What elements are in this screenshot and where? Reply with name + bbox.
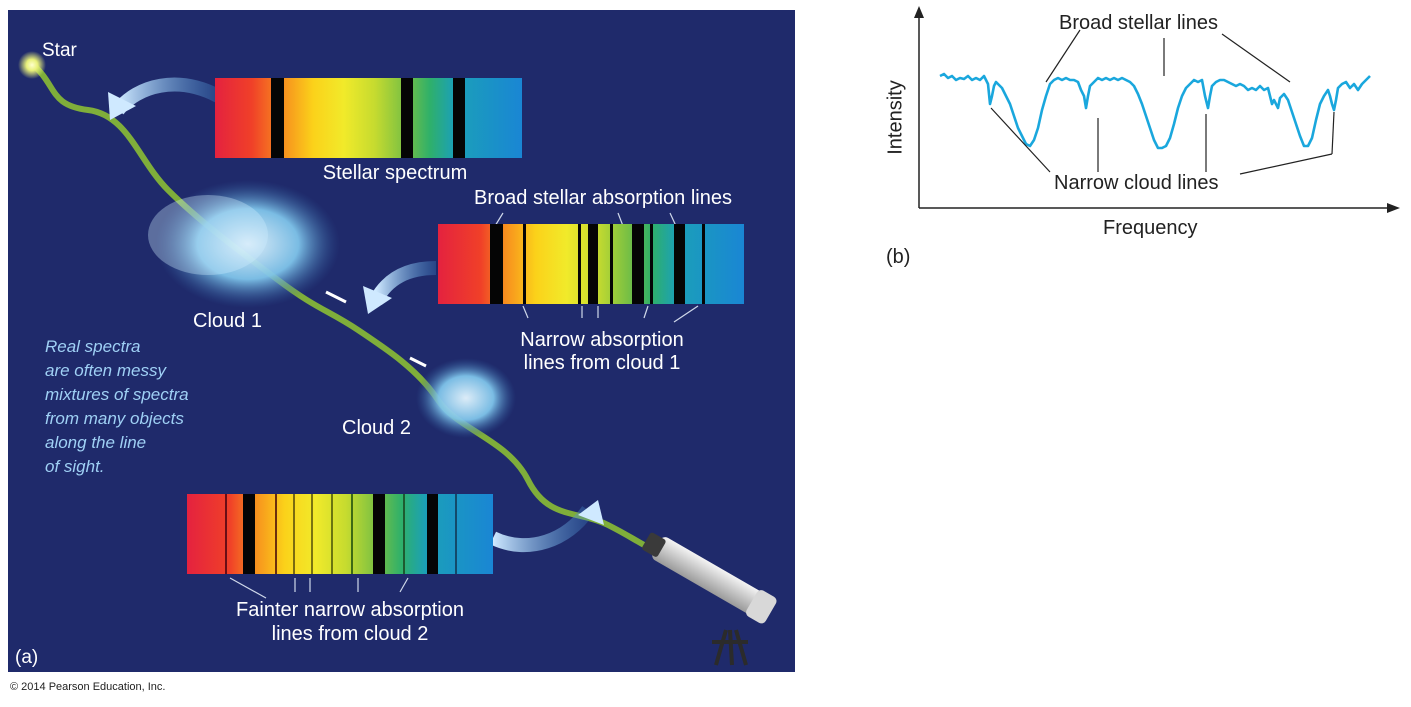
x-axis-label: Frequency	[1103, 217, 1198, 239]
narrow-line	[331, 494, 333, 574]
broad-line	[490, 224, 503, 304]
broad-line	[632, 224, 644, 304]
narrow-line	[702, 224, 705, 304]
panel-a: Star Stellar spectrum Broad stellar abso…	[8, 10, 795, 672]
broad-line	[271, 78, 284, 158]
narrow-line	[578, 224, 581, 304]
cloud-1-label: Cloud 1	[193, 310, 262, 332]
star-glow	[18, 51, 46, 79]
narrow-line	[403, 494, 405, 574]
panel-b: Broad stellar lines Narrow cloud lines F…	[860, 0, 1411, 290]
panel-a-artwork	[18, 51, 777, 666]
note-line: Real spectra	[45, 337, 141, 356]
copyright: © 2014 Pearson Education, Inc.	[10, 681, 166, 693]
stellar-spectrum	[215, 78, 522, 158]
cloud-2	[416, 358, 516, 438]
broad-line	[674, 224, 685, 304]
note-line: mixtures of spectra	[45, 385, 189, 404]
broad-leader	[1045, 29, 1081, 83]
note-line: along the line	[45, 433, 147, 452]
narrow-leader	[990, 107, 1051, 173]
telescope-stand	[712, 629, 748, 666]
cloud-2-label: Cloud 2	[342, 417, 411, 439]
narrow-line	[225, 494, 227, 574]
fainter-lines-label-2: lines from cloud 2	[271, 623, 429, 645]
x-axis-arrow	[1387, 203, 1400, 213]
narrow-line	[293, 494, 295, 574]
cloud-1	[156, 180, 340, 308]
narrow-cloud-lines-label: Narrow cloud lines	[1054, 172, 1219, 194]
arrow-to-telescope	[489, 505, 594, 553]
note-text: Real spectra are often messy mixtures of…	[45, 335, 189, 479]
y-axis-label: Intensity	[884, 80, 907, 155]
note-line: from many objects	[45, 409, 184, 428]
narrow-leader	[1331, 111, 1335, 155]
cloud2-spectrum	[187, 494, 493, 574]
panel-b-plot	[914, 6, 1400, 213]
panel-b-label: (b)	[886, 246, 911, 268]
broad-line	[243, 494, 255, 574]
broad-line	[588, 224, 598, 304]
star-label: Star	[42, 40, 77, 61]
narrow-line	[351, 494, 353, 574]
broad-leader	[1221, 33, 1291, 83]
light-path	[27, 59, 671, 558]
note-line: are often messy	[45, 361, 166, 380]
broad-line	[453, 78, 465, 158]
intensity-curve	[939, 72, 1371, 150]
telescope	[642, 532, 777, 624]
broad-stellar-lines-label: Broad stellar lines	[1059, 12, 1218, 34]
y-axis-arrow	[914, 6, 924, 18]
narrow-line	[650, 224, 653, 304]
narrow-lines-label-2: lines from cloud 1	[523, 352, 681, 374]
narrow-line	[610, 224, 613, 304]
narrow-line	[311, 494, 313, 574]
note-line: of sight.	[45, 457, 105, 476]
narrow-line	[455, 494, 457, 574]
narrow-leader	[1239, 153, 1333, 175]
narrow-line	[275, 494, 277, 574]
fainter-lines-label-1: Fainter narrow absorption	[236, 599, 464, 621]
stellar-spectrum-label: Stellar spectrum	[322, 162, 468, 184]
broad-lines-label: Broad stellar absorption lines	[474, 187, 732, 209]
broad-line	[373, 494, 385, 574]
broad-line	[427, 494, 438, 574]
panel-a-label: (a)	[15, 647, 39, 668]
cloud1-spectrum	[438, 224, 744, 304]
narrow-lines-label-1: Narrow absorption	[520, 329, 684, 351]
narrow-line	[523, 224, 526, 304]
broad-line	[401, 78, 413, 158]
